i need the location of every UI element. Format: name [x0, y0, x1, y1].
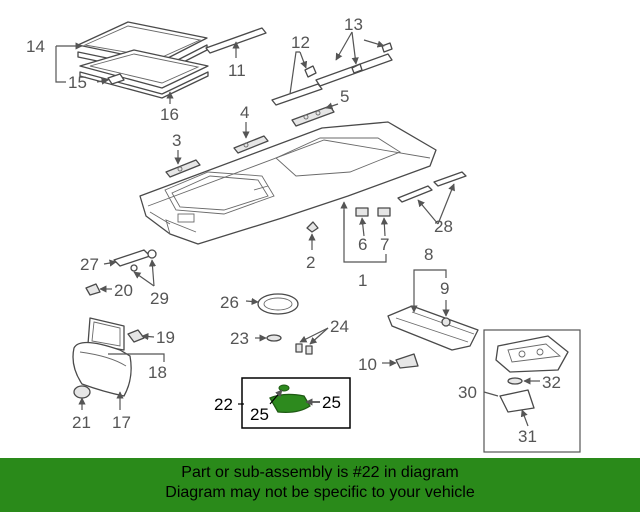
leader-13c	[363, 39, 385, 48]
leader-14	[55, 46, 66, 83]
callout-23: 23	[230, 329, 249, 348]
assist-grip-part	[397, 171, 467, 203]
callout-30: 30	[458, 383, 477, 402]
leader-27	[103, 259, 117, 267]
trim-cover-part	[395, 353, 419, 369]
callout-22: 22	[214, 395, 233, 414]
callout-7: 7	[380, 235, 389, 254]
leader-12b	[299, 51, 308, 69]
callout-13: 13	[344, 15, 363, 34]
leader-13b	[351, 31, 359, 65]
callout-14: 14	[26, 37, 45, 56]
lamp-lens-part	[257, 293, 299, 315]
visor-clip-part	[85, 283, 101, 296]
callout-25-left: 25	[250, 405, 269, 424]
leader-6	[359, 217, 367, 237]
leader-19	[141, 332, 155, 341]
clip-2-part	[306, 221, 319, 233]
visor-holder-part	[113, 249, 157, 272]
sun-visor-part	[72, 317, 132, 397]
leader-18	[108, 353, 165, 362]
callout-21: 21	[72, 413, 91, 432]
callout-20: 20	[114, 281, 133, 300]
callout-3: 3	[172, 131, 181, 150]
callout-12: 12	[291, 33, 310, 52]
bulb-part	[266, 334, 282, 342]
callout-19: 19	[156, 328, 175, 347]
banner-line-1: Part or sub-assembly is #22 in diagram	[181, 464, 459, 481]
banner-line-2: Diagram may not be specific to your vehi…	[165, 484, 475, 501]
callout-11: 11	[228, 61, 246, 80]
callout-15: 15	[68, 73, 87, 92]
leader-29a	[133, 271, 155, 287]
leader-24a	[299, 327, 329, 343]
bracket-4-part	[233, 135, 269, 154]
leader-1	[343, 210, 387, 263]
info-banner: Part or sub-assembly is #22 in diagram D…	[0, 458, 640, 512]
leader-13a	[335, 31, 353, 61]
callout-29: 29	[150, 289, 169, 308]
callout-1: 1	[358, 271, 367, 290]
leader-31	[520, 409, 529, 427]
leader-8	[413, 269, 447, 278]
clip-7-part	[377, 207, 391, 217]
callout-5: 5	[340, 87, 349, 106]
sunroof-frame-part	[79, 49, 209, 99]
visor-mirror-part	[127, 329, 145, 343]
callout-25-right: 25	[322, 393, 341, 412]
leader-25a	[269, 389, 283, 405]
bracket-5-part	[291, 105, 335, 127]
visor-cap-part	[73, 385, 91, 399]
map-lamp-part	[495, 335, 569, 373]
leader-24b	[309, 327, 329, 345]
leader-28b	[437, 183, 455, 225]
lamp-bulb-part	[507, 377, 523, 385]
callout-10: 10	[358, 355, 377, 374]
leader-15	[96, 77, 109, 85]
callout-2: 2	[306, 253, 315, 272]
callout-6: 6	[358, 235, 367, 254]
clip-6-part	[355, 207, 369, 217]
console-panel-part	[387, 305, 479, 351]
callout-28: 28	[434, 217, 453, 236]
callout-24: 24	[330, 317, 349, 336]
rail-trim-12-part	[271, 65, 323, 106]
callout-18: 18	[148, 363, 167, 382]
callout-16: 16	[160, 105, 179, 124]
bracket-3-part	[165, 159, 201, 178]
callout-8: 8	[424, 245, 433, 264]
leader-12a	[289, 51, 300, 95]
headliner-part	[139, 121, 437, 245]
lamp-lens-31-part	[499, 389, 535, 413]
callout-31: 31	[518, 427, 537, 446]
callout-26: 26	[220, 293, 239, 312]
leader-28a	[417, 199, 439, 225]
callout-4: 4	[240, 103, 249, 122]
leader-26	[245, 297, 259, 306]
leader-5	[325, 102, 339, 110]
callout-27: 27	[80, 255, 99, 274]
leader-30	[483, 391, 499, 397]
leader-29b	[148, 259, 157, 287]
callout-9: 9	[440, 279, 449, 298]
callout-17: 17	[112, 413, 131, 432]
callout-32: 32	[542, 373, 561, 392]
drip-rail-part	[205, 27, 267, 54]
sunroof-clip-part	[107, 73, 125, 85]
leader-7	[380, 217, 388, 237]
map-lamp-box	[483, 329, 581, 453]
highlighted-lamp-part	[269, 384, 311, 414]
parts-diagram: 14 15 16 11 12 13 5 4 3 6 7 1 2 28 27 29…	[26, 15, 581, 453]
socket-part	[295, 343, 313, 355]
